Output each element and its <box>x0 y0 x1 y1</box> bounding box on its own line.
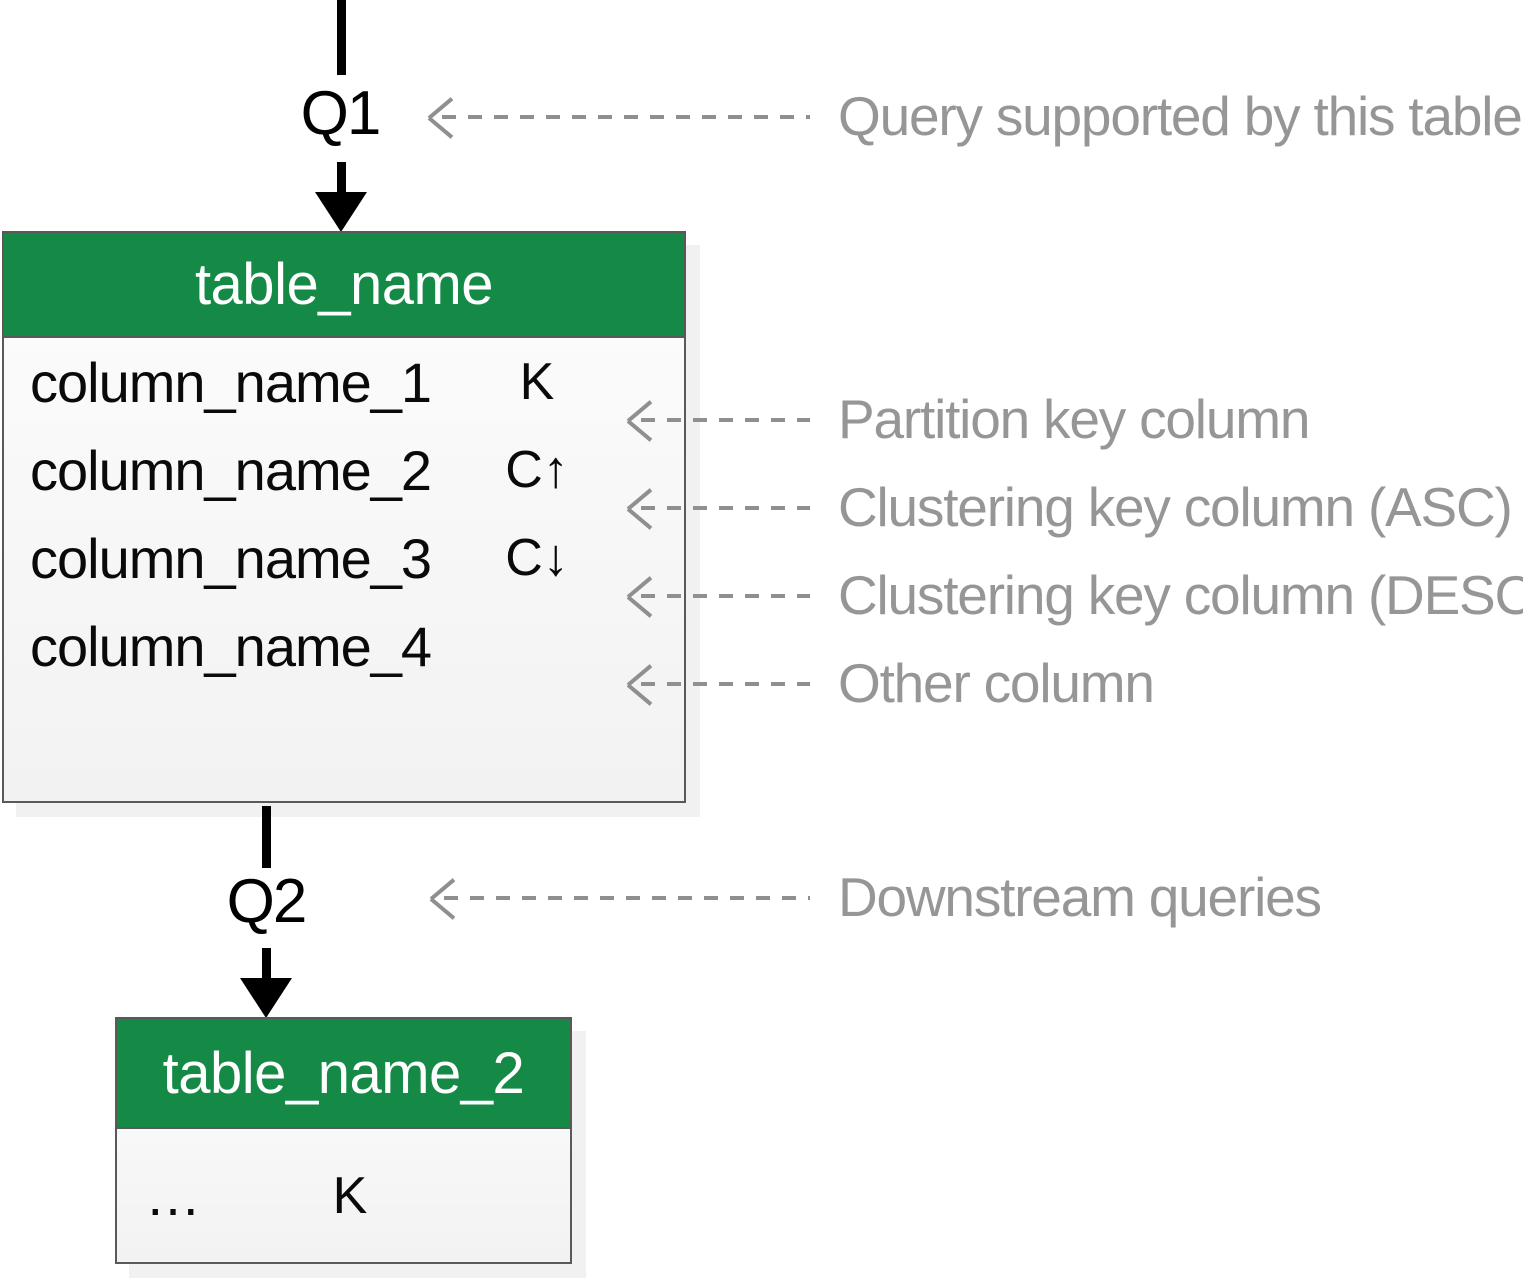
dashed-line <box>641 682 810 686</box>
annotation-arrow-q2 <box>430 883 810 913</box>
column-name: column_name_1 <box>30 350 432 414</box>
dashed-line <box>641 418 810 422</box>
table-row[interactable]: column_name_2 C↑ <box>4 426 684 514</box>
table-row[interactable]: column_name_4 <box>4 602 684 690</box>
annotation-q1-text: Query supported by this table <box>838 85 1523 147</box>
column-name: … <box>145 1164 203 1227</box>
query-label-q1: Q1 <box>300 79 382 148</box>
annotation-arrow-other-column <box>627 669 810 699</box>
top-inbound-line <box>337 0 346 75</box>
column-name: column_name_3 <box>30 526 432 590</box>
table-main-title: table_name <box>4 233 684 338</box>
annotation-arrow-clustering-asc <box>627 493 810 523</box>
dashed-line <box>444 896 810 900</box>
annotation-other-column-text: Other column <box>838 652 1155 714</box>
query-label-q2: Q2 <box>226 867 308 936</box>
table-row[interactable]: column_name_1 K <box>4 338 684 426</box>
column-key-marker: K <box>332 1166 368 1225</box>
dashed-line <box>442 115 810 119</box>
annotation-q2-text: Downstream queries <box>838 866 1322 928</box>
column-key-marker: C↓ <box>505 529 569 587</box>
annotation-arrow-clustering-desc <box>627 581 810 611</box>
annotation-arrow-partition-key <box>627 405 810 435</box>
dashed-line <box>641 506 810 510</box>
table-main[interactable]: table_name column_name_1 K column_name_2… <box>2 231 686 803</box>
column-key-marker: C↑ <box>505 441 569 499</box>
annotation-partition-key-text: Partition key column <box>838 388 1310 450</box>
table-second[interactable]: table_name_2 … K <box>115 1017 572 1264</box>
annotation-clustering-asc-text: Clustering key column (ASC) <box>838 476 1513 538</box>
table-row[interactable]: column_name_3 C↓ <box>4 514 684 602</box>
table-main-body: column_name_1 K column_name_2 C↑ column_… <box>4 338 684 690</box>
annotation-clustering-desc-text: Clustering key column (DESC) <box>838 564 1523 626</box>
table-second-body: … K <box>117 1129 570 1262</box>
column-key-marker: K <box>519 353 555 411</box>
table-row[interactable]: … K <box>117 1129 570 1262</box>
top-arrow-shaft <box>337 162 346 202</box>
dashed-line <box>641 594 810 598</box>
bottom-outbound-line <box>262 806 271 868</box>
column-name: column_name_2 <box>30 438 432 502</box>
bottom-arrow-shaft <box>262 948 271 990</box>
table-second-title: table_name_2 <box>117 1019 570 1129</box>
column-name: column_name_4 <box>30 614 432 678</box>
annotation-arrow-q1 <box>428 102 810 132</box>
